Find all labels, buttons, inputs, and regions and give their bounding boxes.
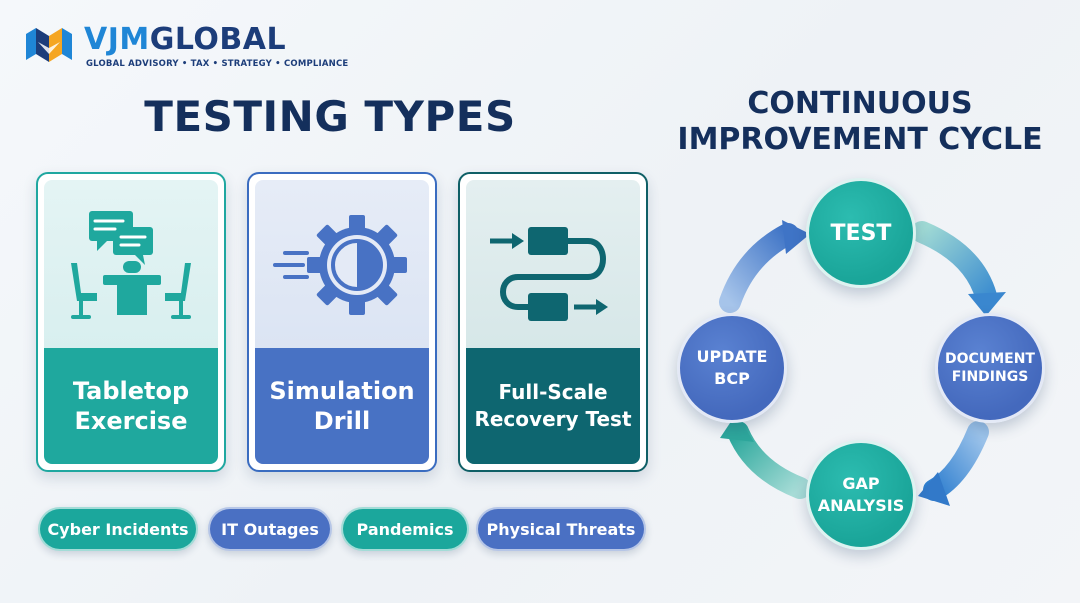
arrow-test-to-document (911, 221, 997, 307)
gear-icon (255, 180, 429, 352)
brand-name-part1: VJM (84, 22, 150, 57)
card-label: Simulation Drill (255, 348, 429, 464)
cycle-node-label-line1: TEST (830, 220, 892, 246)
cycle-node-label-line2: BCP (714, 369, 750, 388)
meeting-table-icon (44, 180, 218, 352)
cycle-node-test: TEST (806, 178, 916, 288)
cycle-node-label-line1: GAP (842, 474, 880, 493)
cycle-heading: CONTINUOUS IMPROVEMENT CYCLE (640, 86, 1080, 158)
company-logo: VJMGLOBAL GLOBAL ADVISORY • TAX • STRATE… (22, 22, 348, 72)
scenario-pill-cyber-incidents: Cyber Incidents (38, 507, 198, 551)
cycle-node-update-bcp: UPDATE BCP (677, 313, 787, 423)
cycle-node-gap-analysis: GAP ANALYSIS (806, 440, 916, 550)
arrow-update-to-test (719, 223, 799, 313)
scenario-pill-it-outages: IT Outages (208, 507, 332, 551)
arrowhead-test-to-document (968, 292, 1006, 316)
card-simulation-drill: Simulation Drill (247, 172, 437, 472)
cycle-node-label-line2: ANALYSIS (817, 496, 905, 515)
card-label: Tabletop Exercise (44, 348, 218, 464)
logo-mark-icon (26, 28, 72, 62)
brand-tagline: GLOBAL ADVISORY • TAX • STRATEGY • COMPL… (86, 59, 349, 69)
cycle-node-label-line1: UPDATE (696, 347, 768, 366)
cycle-node-label-line1: DOCUMENT (945, 351, 1035, 367)
card-tabletop-exercise: Tabletop Exercise (36, 172, 226, 472)
card-label: Full-Scale Recovery Test (466, 348, 640, 464)
cycle-arrows (719, 220, 1006, 506)
cycle-node-label-line2: FINDINGS (951, 369, 1029, 385)
arrowhead-gap-to-update (720, 414, 754, 442)
brand-name: VJMGLOBAL (84, 22, 286, 58)
arrowhead-update-to-test (782, 220, 810, 254)
card-full-scale-recovery-test: Full-Scale Recovery Test (458, 172, 648, 472)
cycle-heading-line1: CONTINUOUS (747, 86, 973, 121)
cycle-heading-line2: IMPROVEMENT CYCLE (677, 122, 1043, 157)
cycle-node-document-findings: DOCUMENT FINDINGS (935, 313, 1045, 423)
arrowhead-document-to-gap (918, 472, 950, 506)
scenario-pill-pandemics: Pandemics (341, 507, 469, 551)
brand-name-part2: GLOBAL (149, 22, 287, 57)
testing-types-heading: TESTING TYPES (144, 92, 516, 141)
process-flow-icon (466, 180, 640, 352)
scenario-pill-physical-threats: Physical Threats (476, 507, 646, 551)
